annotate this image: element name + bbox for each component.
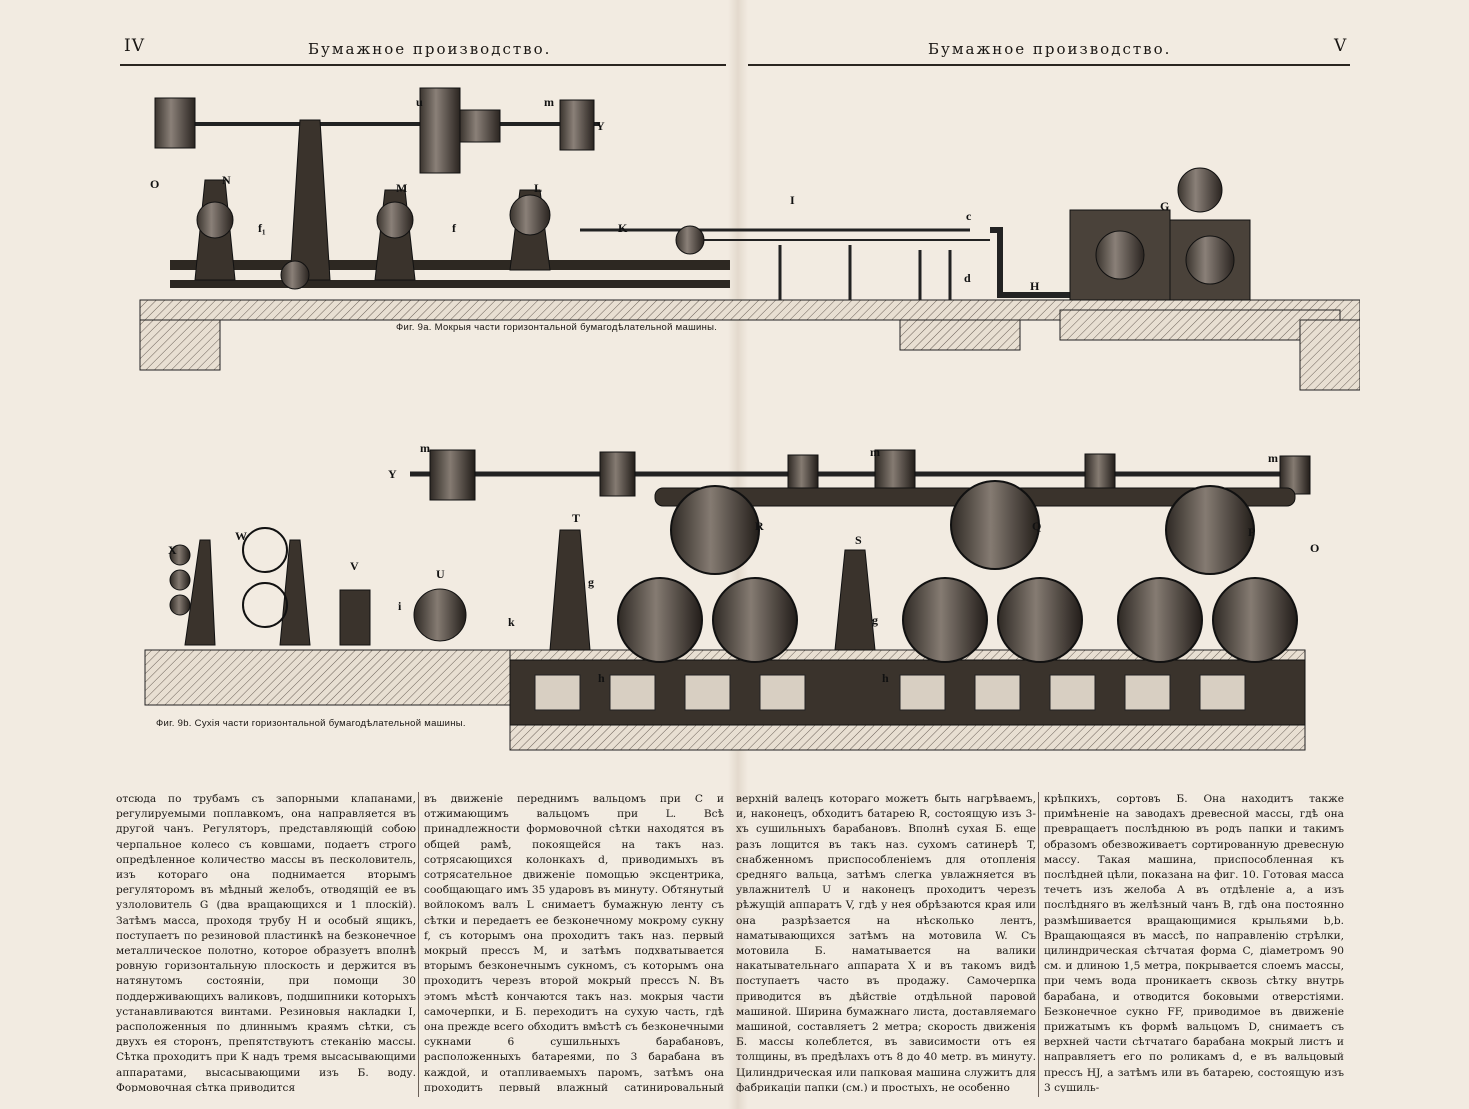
svg-text:K: K	[618, 221, 628, 235]
column-divider-2	[1038, 792, 1039, 1097]
svg-text:M: M	[396, 181, 407, 195]
svg-text:Y: Y	[596, 119, 605, 133]
svg-text:k: k	[508, 615, 515, 629]
svg-text:V: V	[350, 559, 359, 573]
svg-text:N: N	[222, 173, 231, 187]
svg-text:m: m	[544, 95, 554, 109]
text-column-2: въ движеніе переднимъ вальцомъ при C и о…	[424, 793, 724, 1092]
text-column-3: верхній валецъ котораго можетъ быть нагр…	[736, 793, 1036, 1092]
svg-text:g: g	[872, 613, 878, 627]
svg-text:O: O	[150, 177, 159, 191]
svg-text:I: I	[790, 193, 795, 207]
svg-text:W: W	[235, 529, 247, 543]
svg-text:X: X	[168, 543, 177, 557]
figure-9b-caption: Фиг. 9b. Сухія части горизонтальной бума…	[156, 718, 466, 729]
svg-text:H: H	[1030, 279, 1040, 293]
svg-text:T: T	[572, 511, 580, 525]
text-column-4: крѣпкихъ, сортовъ Б. Она находитъ также …	[1044, 793, 1344, 1092]
svg-text:P: P	[1248, 525, 1255, 539]
svg-text:S: S	[855, 533, 862, 547]
svg-text:Q: Q	[1032, 519, 1041, 533]
svg-text:U: U	[436, 567, 445, 581]
svg-text:R: R	[755, 519, 764, 533]
svg-text:Y: Y	[388, 467, 397, 481]
svg-text:m: m	[870, 445, 880, 459]
text-column-1: отсюда по трубамъ съ запорными клапанами…	[116, 793, 416, 1092]
left-page-number: IV	[124, 36, 145, 56]
svg-text:u: u	[416, 95, 423, 109]
left-header-rule	[120, 64, 726, 66]
svg-text:d: d	[964, 271, 971, 285]
svg-text:m: m	[1268, 451, 1278, 465]
figure-9a-caption: Фиг. 9а. Мокрыя части горизонтальной бум…	[396, 322, 718, 333]
svg-text:m: m	[420, 441, 430, 455]
right-page-number: V	[1334, 36, 1348, 56]
svg-text:G: G	[1160, 199, 1169, 213]
column-divider-1	[418, 792, 419, 1097]
svg-text:L: L	[534, 181, 542, 195]
right-running-head: Бумажное производство.	[928, 40, 1172, 58]
right-header-rule	[748, 64, 1350, 66]
svg-text:h: h	[598, 671, 605, 685]
svg-text:g: g	[588, 575, 594, 589]
svg-text:f: f	[452, 221, 457, 235]
left-running-head: Бумажное производство.	[308, 40, 552, 58]
svg-text:h: h	[882, 671, 889, 685]
svg-text:f₁: f₁	[258, 221, 266, 235]
svg-text:c: c	[966, 209, 972, 223]
svg-text:i: i	[398, 599, 402, 613]
figure-9b-dry-section: m Y m m X W V U T S R Q P O i k g g h h	[144, 441, 1319, 751]
figure-9a-wet-section: u m Y O N M L K f₁ f I c d H G	[139, 87, 1360, 391]
svg-text:O: O	[1310, 541, 1319, 555]
